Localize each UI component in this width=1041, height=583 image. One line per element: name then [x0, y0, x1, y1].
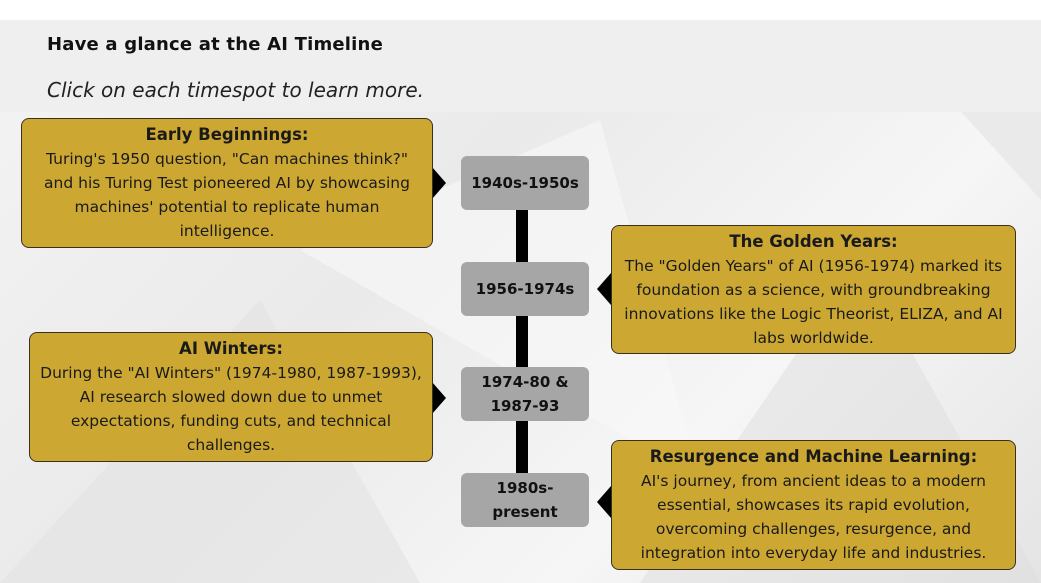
card-body: Turing's 1950 question, "Can machines th…	[44, 150, 410, 240]
timespot-label: 1980s- present	[492, 479, 558, 521]
card-title: The Golden Years:	[729, 232, 898, 251]
card-body: AI's journey, from ancient ideas to a mo…	[640, 472, 987, 562]
pointer-arrow	[597, 486, 611, 518]
card-title: AI Winters:	[179, 339, 283, 358]
page-subtitle: Click on each timespot to learn more.	[47, 78, 425, 102]
timespot-ai-winters[interactable]: 1974-80 & 1987-93	[461, 367, 589, 421]
card-body: The "Golden Years" of AI (1956-1974) mar…	[624, 257, 1003, 347]
pointer-arrow	[432, 167, 446, 199]
card-early-beginnings: Early Beginnings: Turing's 1950 question…	[21, 118, 433, 248]
timespot-label: 1940s-1950s	[471, 174, 579, 192]
pointer-arrow	[597, 273, 611, 305]
timespot-1980s-present[interactable]: 1980s- present	[461, 473, 589, 527]
pointer-arrow	[432, 382, 446, 414]
card-title: Early Beginnings:	[145, 125, 309, 144]
card-body: During the "AI Winters" (1974-1980, 1987…	[40, 364, 422, 454]
card-title: Resurgence and Machine Learning:	[649, 447, 978, 466]
timeline-spine	[516, 180, 528, 510]
card-resurgence: Resurgence and Machine Learning: AI's jo…	[611, 440, 1016, 570]
card-ai-winters: AI Winters: During the "AI Winters" (197…	[29, 332, 433, 462]
card-golden-years: The Golden Years: The "Golden Years" of …	[611, 225, 1016, 354]
timespot-label: 1974-80 & 1987-93	[481, 373, 569, 415]
timespot-label: 1956-1974s	[475, 280, 575, 298]
header-band	[0, 20, 1041, 112]
timespot-1940s-1950s[interactable]: 1940s-1950s	[461, 156, 589, 210]
page-title: Have a glance at the AI Timeline	[47, 34, 383, 55]
top-bar	[0, 0, 1041, 20]
timespot-1956-1974s[interactable]: 1956-1974s	[461, 262, 589, 316]
